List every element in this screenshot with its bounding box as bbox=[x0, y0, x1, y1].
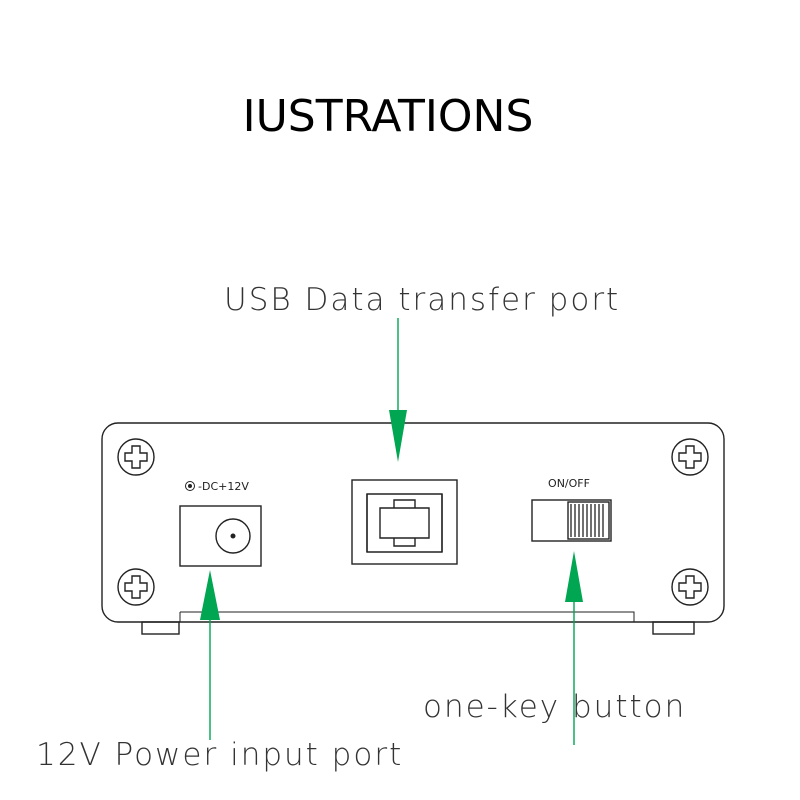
screw-icon bbox=[117, 568, 155, 606]
base-plate bbox=[179, 611, 635, 622]
usb-arrow bbox=[389, 318, 407, 462]
screw-icon bbox=[671, 568, 709, 606]
panel-outline bbox=[101, 422, 725, 623]
screw-icon bbox=[671, 438, 709, 476]
foot-left bbox=[141, 621, 180, 635]
button-arrow bbox=[565, 551, 583, 745]
switch-rocker[interactable] bbox=[567, 501, 610, 540]
page-title: IUSTRATIONS bbox=[243, 91, 534, 142]
switch-ridges bbox=[570, 504, 604, 537]
power-marking: -DC+12V bbox=[198, 480, 249, 493]
switch-housing bbox=[531, 499, 612, 542]
screw-icon bbox=[117, 438, 155, 476]
polarity-icon bbox=[185, 481, 195, 491]
power-arrow bbox=[200, 570, 220, 740]
device-panel: -DC+12V ON/OFF bbox=[101, 422, 725, 635]
power-jack-body bbox=[179, 505, 262, 567]
power-jack: -DC+12V bbox=[179, 480, 262, 567]
power-switch[interactable]: ON/OFF bbox=[531, 477, 612, 542]
foot-right bbox=[652, 621, 695, 635]
power-port-label: 12V Power input port bbox=[36, 737, 403, 773]
usb-port-label: USB Data transfer port bbox=[224, 282, 620, 318]
button-label: one-key button bbox=[423, 689, 686, 725]
switch-marking: ON/OFF bbox=[548, 477, 590, 490]
usb-b-port bbox=[351, 479, 458, 565]
